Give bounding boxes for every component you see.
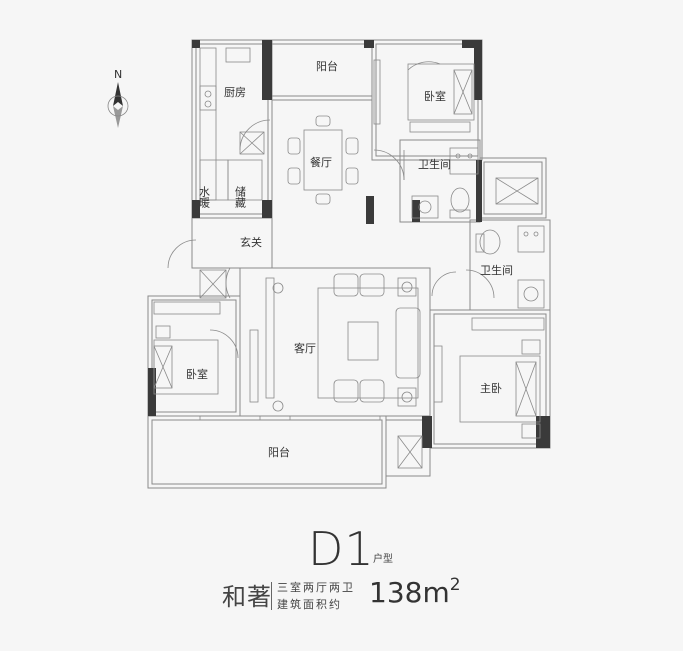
model-name: D1 bbox=[308, 522, 375, 576]
room-label-foyer: 玄关 bbox=[240, 235, 262, 249]
windows bbox=[199, 59, 443, 421]
room-label-dining: 餐厅 bbox=[310, 155, 332, 169]
wardrobes bbox=[153, 301, 545, 331]
room-label-kitchen: 厨房 bbox=[224, 86, 246, 99]
brand-name: 和著 bbox=[222, 583, 272, 611]
bathroom-top-fixtures bbox=[411, 147, 479, 219]
room-label-balcony-top: 阳台 bbox=[316, 59, 338, 73]
room-label-balcony-bottom: 阳台 bbox=[268, 445, 290, 459]
ac-units bbox=[199, 269, 423, 469]
layout-description: 三室两厅两卫 bbox=[277, 581, 355, 594]
north-label: N bbox=[114, 68, 122, 81]
north-compass-icon: N bbox=[107, 68, 129, 128]
footer-divider bbox=[271, 582, 272, 610]
area-label: 建筑面积约 bbox=[277, 598, 342, 611]
room-label-living: 客厅 bbox=[294, 341, 316, 355]
room-label-bathroom-right: 卫生间 bbox=[480, 263, 513, 277]
model-suffix: 户型 bbox=[373, 554, 393, 565]
floor-plan: N bbox=[107, 39, 551, 489]
right-storage-box bbox=[495, 177, 539, 205]
dining-table bbox=[287, 115, 359, 205]
bed-top-right bbox=[407, 61, 475, 133]
kitchen-fixtures bbox=[199, 47, 265, 201]
living-furniture bbox=[272, 273, 421, 412]
room-label-water-heater: 水暖 bbox=[198, 186, 211, 209]
room-label-bedroom-top-right: 卧室 bbox=[424, 89, 446, 103]
room-label-bedroom-left: 卧室 bbox=[186, 367, 208, 381]
area-value: 138m2 bbox=[369, 574, 461, 609]
room-label-storage: 储藏 bbox=[234, 185, 247, 209]
bed-master bbox=[459, 339, 541, 439]
room-label-master-bedroom: 主卧 bbox=[480, 382, 502, 395]
bed-left bbox=[153, 325, 219, 395]
room-label-bathroom-top: 卫生间 bbox=[418, 157, 451, 171]
bathroom-right-fixtures bbox=[475, 225, 545, 309]
